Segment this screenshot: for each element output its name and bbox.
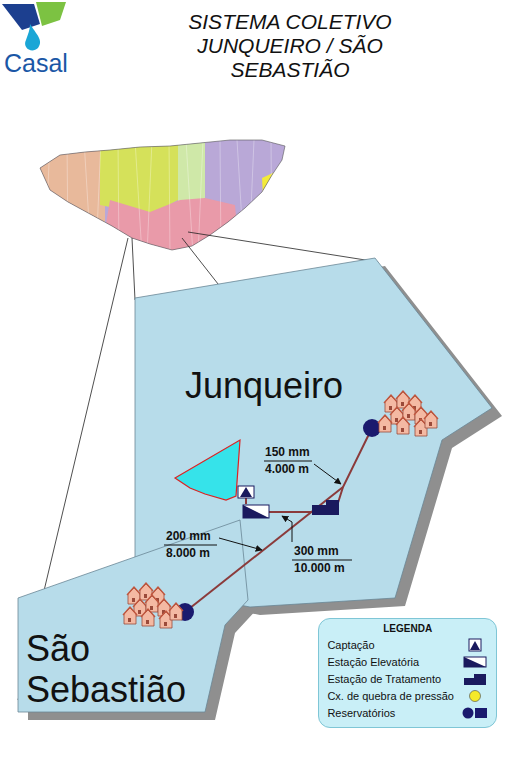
- legend-row: Estação Elevatória: [327, 653, 488, 670]
- pipe-diameter: 200 mm: [166, 530, 211, 543]
- region-name: Junqueiro: [185, 365, 385, 406]
- pipe-length: 8.000 m: [166, 547, 210, 560]
- legend-title: LEGENDA: [327, 623, 488, 634]
- pipe-diameter: 300 mm: [294, 545, 339, 558]
- legend-row: Captação: [327, 636, 488, 653]
- legend-row: Cx. de quebra de pressão: [327, 687, 488, 704]
- intake-symbol: [238, 486, 254, 498]
- legend-symbol: [462, 672, 488, 686]
- legend-symbol: [462, 638, 488, 652]
- treatment-symbol: [312, 500, 339, 515]
- legend-symbol: [462, 655, 488, 669]
- logo-mark: [2, 2, 66, 50]
- pipe-diameter: 150 mm: [265, 446, 310, 459]
- legend-row: Reservatórios: [327, 704, 488, 721]
- town-houses: [123, 391, 438, 628]
- pipeline: [185, 428, 372, 612]
- logo-text: Casal: [4, 50, 68, 78]
- legend-symbol: [462, 689, 488, 703]
- legend-box: LEGENDA CaptaçãoEstação ElevatóriaEstação…: [318, 618, 497, 728]
- legend-row: Estação de Tratamento: [327, 670, 488, 687]
- legend-text: Cx. de quebra de pressão: [327, 690, 454, 702]
- reservoir-lake: [175, 440, 240, 500]
- region-name: São Sebastião: [26, 628, 206, 711]
- legend-text: Estação Elevatória: [327, 656, 419, 668]
- legend-text: Captação: [327, 639, 374, 651]
- tank-symbol: [176, 419, 381, 621]
- state-map: [30, 130, 300, 260]
- map-title: SISTEMA COLETIVO JUNQUEIRO / SÃO SEBASTI…: [175, 10, 405, 82]
- leader-line: [164, 461, 352, 560]
- legend-symbol: [462, 706, 488, 720]
- legend-text: Estação de Tratamento: [327, 673, 441, 685]
- legend-text: Reservatórios: [327, 707, 395, 719]
- pipe-length: 4.000 m: [265, 463, 309, 476]
- pump-station-symbol: [243, 505, 269, 518]
- pipe-length: 10.000 m: [294, 562, 345, 575]
